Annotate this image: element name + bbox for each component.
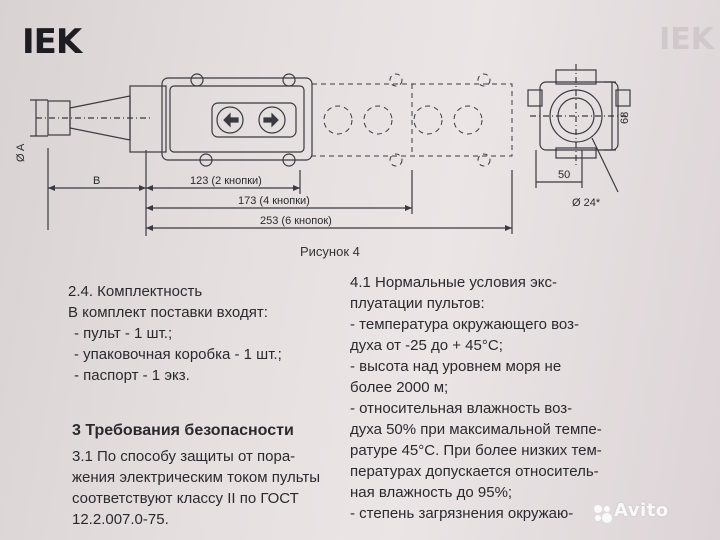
button-panel [211,102,297,138]
completeness-intro: В комплект поставки входят: [68,304,268,321]
text-line: плуатации пультов: [350,295,485,312]
text-line: духа 50% при максимальной темпе- [350,421,602,438]
text-line: - относительная влажность воз- [350,400,573,417]
completeness-section: 2.4. Комплектность В комплект поставки в… [68,281,338,386]
text-line: жения электрическим током пульты [72,469,321,486]
arrow-right-icon [263,112,279,128]
operating-conditions: 4.1 Нормальные условия экс- плуатации пу… [350,272,690,524]
extension-outline [311,73,513,167]
dim-hole: Ø 24* [572,197,601,209]
arrow-left-icon [223,112,239,128]
list-item: - паспорт - 1 экз. [74,367,190,384]
dim-len-2: 123 (2 кнопки) [190,175,262,187]
list-item: - упаковочная коробка - 1 шт.; [74,346,282,363]
text-line: - высота над уровнем моря не [350,358,562,375]
avito-logo-icon [594,505,612,523]
text-line: пературах допускается относитель- [350,463,599,480]
iek-logo-showthrough: IEK [659,22,714,57]
dim-height: 68 [619,112,631,124]
dim-b: B [93,175,100,187]
button-left [216,106,244,134]
safety-text: 3.1 По способу защиты от пора- жения эле… [72,446,352,530]
avito-watermark: Avito [614,500,669,521]
text-line: 4.1 Нормальные условия экс- [350,274,557,291]
text-line: 12.2.007.0-75. [72,511,169,528]
text-line: 3.1 По способу защиты от пора- [72,448,296,465]
text-line: более 2000 м; [350,379,449,396]
text-line: соответствуют классу II по ГОСТ [72,490,299,507]
text-line: ная влажность до 95%; [350,484,513,501]
text-line: ратуре 45°С. При более низких тем- [350,442,602,459]
text-line: - температура окружающего воз- [350,316,579,333]
list-item: - пульт - 1 шт.; [74,325,173,342]
button-right [258,106,286,134]
technical-drawing: Ø A B 123 (2 кнопки) 173 (4 кнопки) 253 … [15,64,631,236]
text-line: духа от -25 до + 45°С; [350,337,503,354]
completeness-heading: 2.4. Комплектность [68,283,203,300]
dim-len-4: 173 (4 кнопки) [238,195,310,207]
dim-phi-a: Ø A [15,143,27,162]
text-line: - степень загрязнения окружаю- [350,505,574,522]
dim-width: 50 [558,169,570,181]
dim-len-6: 253 (6 кнопок) [260,215,332,227]
iek-logo: IEK [22,22,82,62]
figure-caption: Рисунок 4 [300,244,360,259]
safety-heading: 3 Требования безопасности [72,422,294,439]
